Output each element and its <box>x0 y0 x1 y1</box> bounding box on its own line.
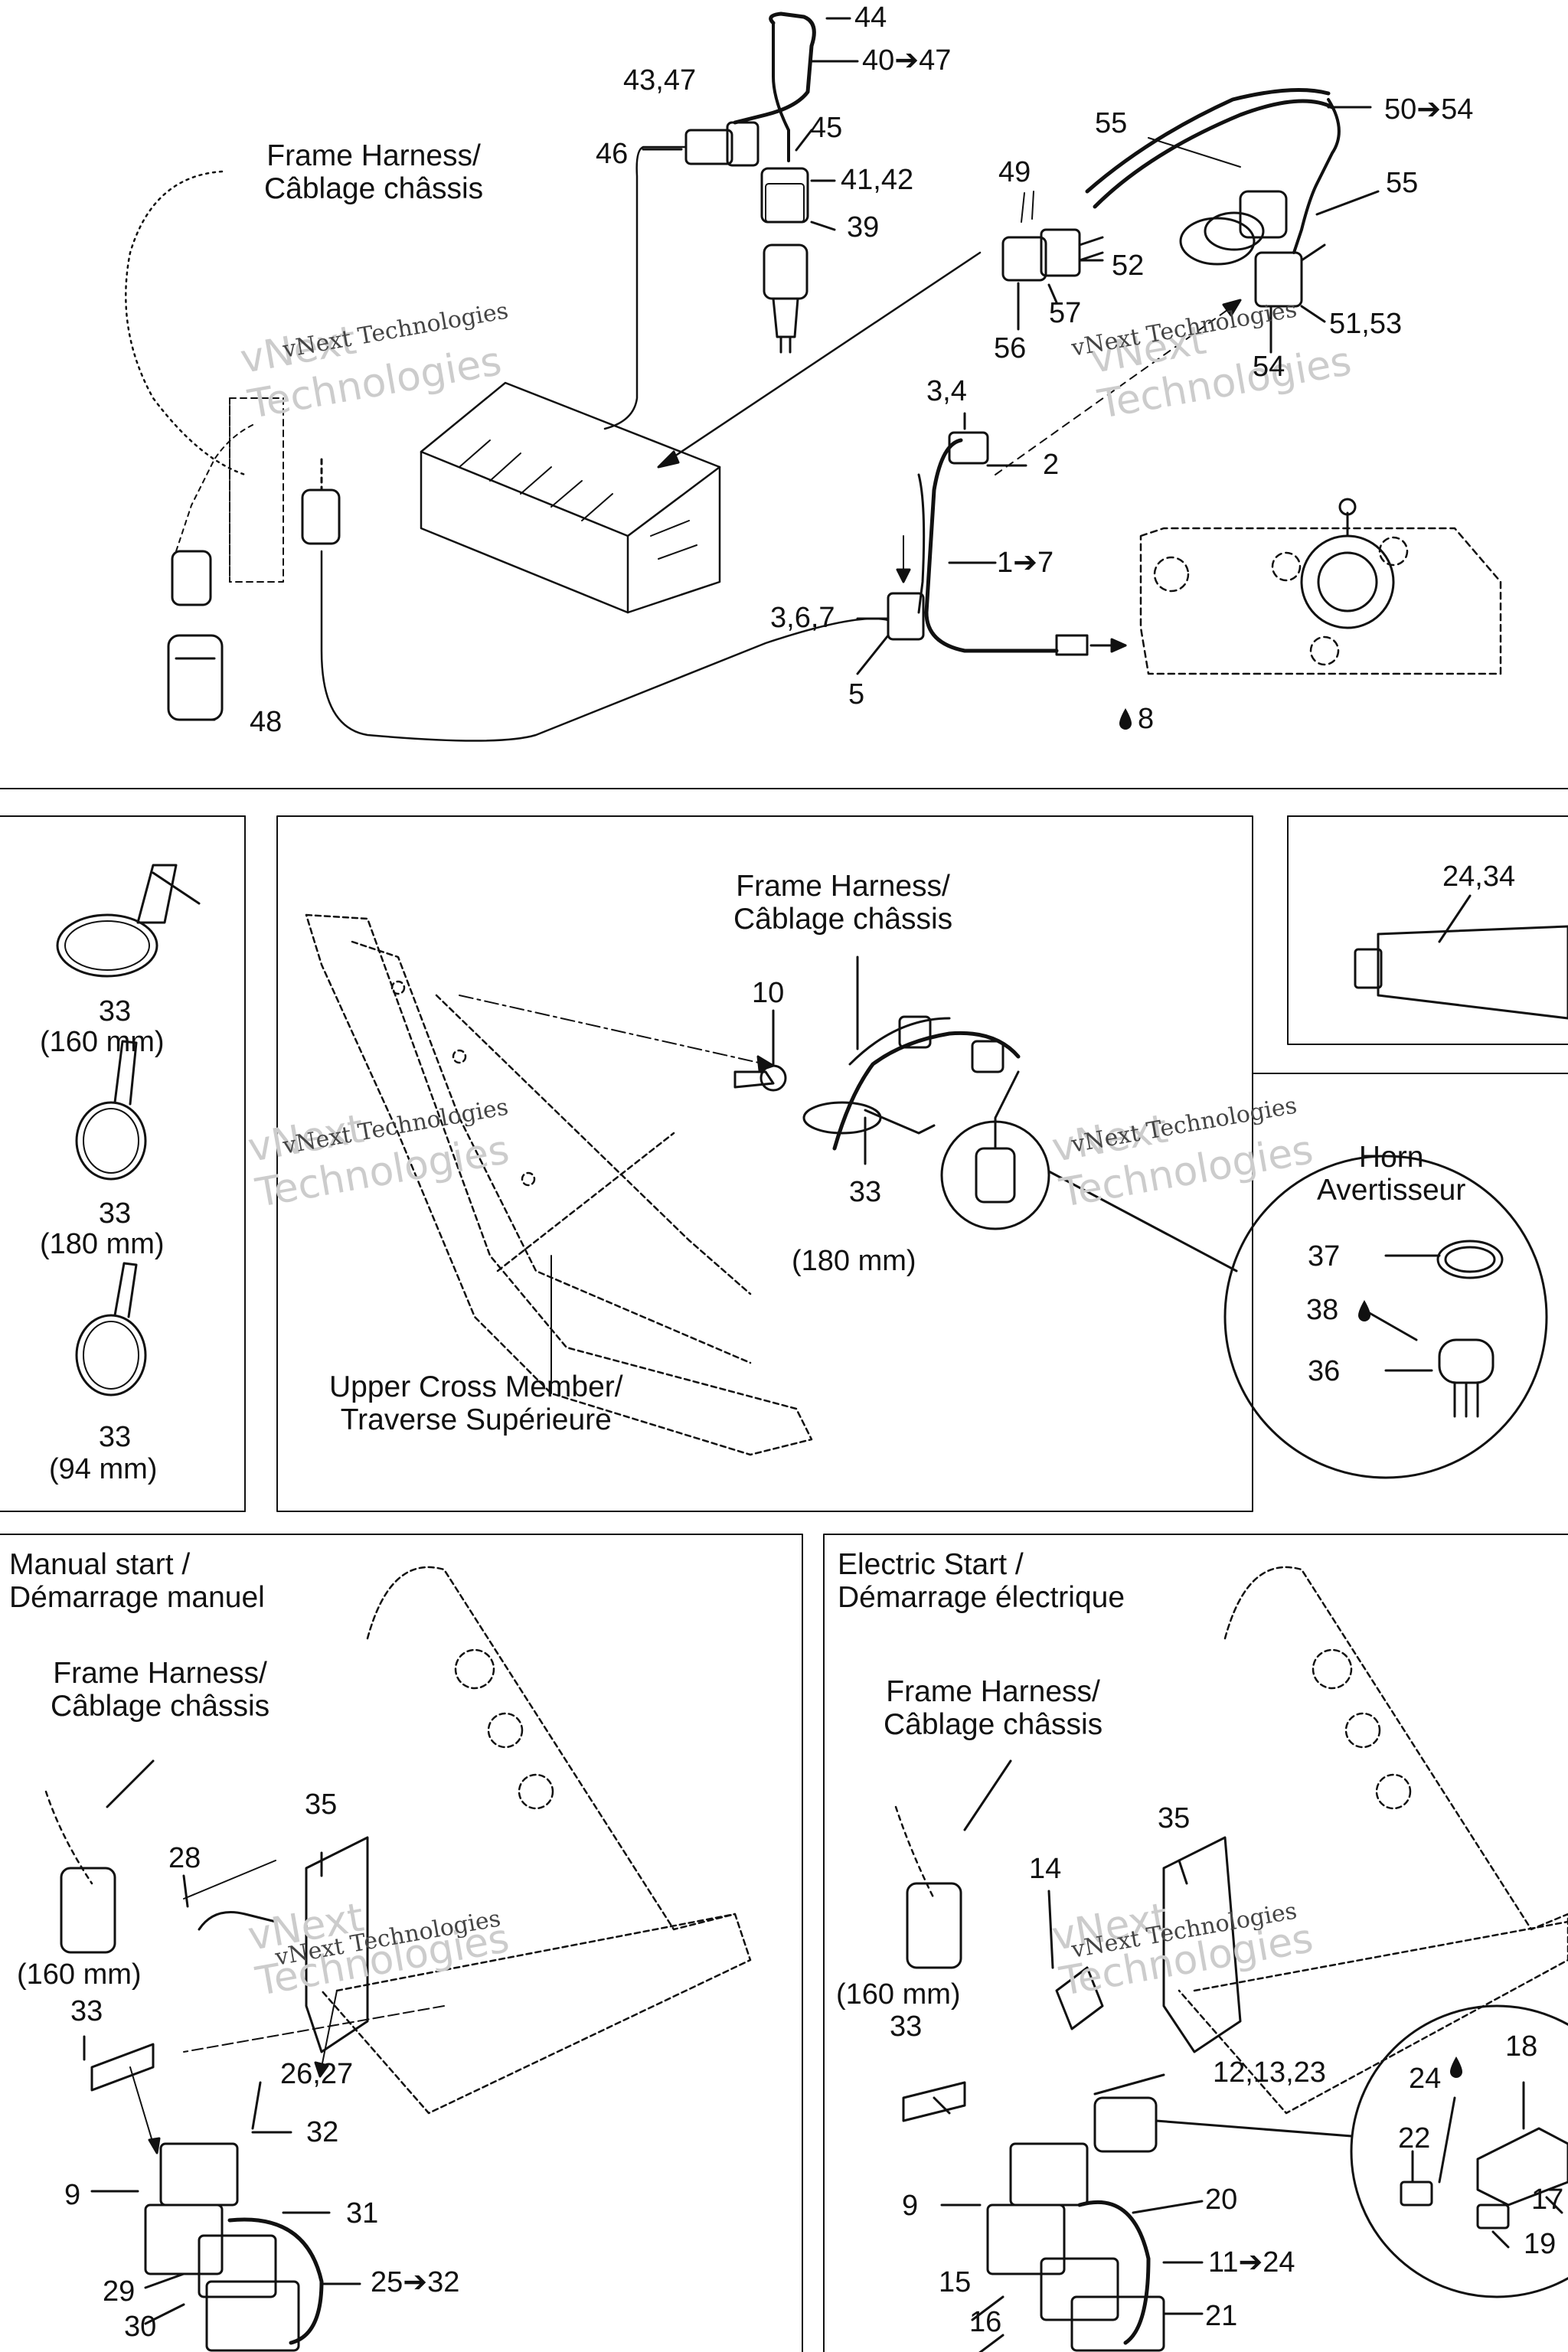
callout-33d: 33 <box>848 1176 882 1208</box>
callout-33e: 33 <box>70 1995 103 2027</box>
callout-19: 19 <box>1524 2228 1557 2260</box>
callout-21: 21 <box>1205 2300 1238 2332</box>
callout-56: 56 <box>994 332 1027 364</box>
callout-54: 54 <box>1253 351 1285 383</box>
callout-24b: 24 <box>1409 2063 1442 2095</box>
callout-24-34: 24,34 <box>1442 861 1516 893</box>
callout-11-24: 11➔24 <box>1208 2246 1295 2278</box>
electric-start-caption-text: Electric Start / Démarrage électrique <box>838 1548 1125 1614</box>
callout-55b: 55 <box>1386 167 1419 199</box>
callout-33c: 33 <box>98 1421 132 1453</box>
frame-harness-caption-top: Frame Harness/ Câblage châssis <box>264 139 483 205</box>
callout-41-42: 41,42 <box>841 164 914 196</box>
callout-15: 15 <box>939 2266 972 2298</box>
callout-29: 29 <box>103 2275 136 2308</box>
callout-16: 16 <box>969 2306 1002 2338</box>
callout-33a: 33 <box>98 995 132 1027</box>
callout-8: 8 <box>1138 703 1155 735</box>
callout-10: 10 <box>752 977 785 1009</box>
manual-start-caption-text: Manual start / Démarrage manuel <box>9 1548 265 1614</box>
frame-harness-caption-top-text: Frame Harness/ Câblage châssis <box>264 139 484 205</box>
callout-30: 30 <box>124 2311 157 2343</box>
horn-caption-text: Horn Avertisseur <box>1317 1141 1466 1207</box>
horn-caption: Horn Avertisseur <box>1317 1141 1465 1207</box>
callout-31: 31 <box>346 2197 379 2230</box>
callout-9b: 9 <box>902 2190 919 2222</box>
callout-17: 17 <box>1531 2184 1564 2216</box>
callout-40-47: 40➔47 <box>862 44 952 77</box>
callout-2: 2 <box>1043 449 1060 481</box>
callout-37: 37 <box>1308 1240 1341 1272</box>
callout-25-32: 25➔32 <box>371 2266 460 2298</box>
callout-35b: 35 <box>1158 1802 1191 1834</box>
callout-49: 49 <box>998 156 1031 188</box>
callout-160mm-b: (160 mm) <box>17 1958 142 1991</box>
callout-20: 20 <box>1205 2184 1238 2216</box>
callout-43-47: 43,47 <box>623 64 697 96</box>
callout-22: 22 <box>1398 2122 1431 2154</box>
frame-harness-caption-electric: Frame Harness/ Câblage châssis <box>884 1675 1102 1741</box>
upper-cross-member-caption: Upper Cross Member/ Traverse Supérieure <box>329 1370 623 1436</box>
upper-cross-member-caption-text: Upper Cross Member/ Traverse Supérieure <box>329 1370 623 1436</box>
callout-32: 32 <box>306 2116 339 2148</box>
frame-harness-caption-manual: Frame Harness/ Câblage châssis <box>51 1657 270 1723</box>
callout-1-7: 1➔7 <box>997 547 1054 579</box>
callout-51-53: 51,53 <box>1329 308 1403 340</box>
callout-48: 48 <box>250 706 283 738</box>
electric-start-caption: Electric Start / Démarrage électrique <box>838 1548 1125 1614</box>
callout-46: 46 <box>596 138 629 170</box>
callout-55a: 55 <box>1095 107 1128 139</box>
callout-38: 38 <box>1306 1294 1339 1326</box>
callout-160mm-a: (160 mm) <box>40 1026 165 1058</box>
callout-33b: 33 <box>98 1197 132 1230</box>
callout-33f: 33 <box>890 2011 923 2043</box>
callout-180mm-a: (180 mm) <box>40 1228 165 1260</box>
callout-3-4: 3,4 <box>926 375 967 407</box>
callout-35a: 35 <box>305 1788 338 1821</box>
callout-12-13-23: 12,13,23 <box>1213 2056 1326 2089</box>
frame-harness-caption-manual-text: Frame Harness/ Câblage châssis <box>51 1657 270 1723</box>
callout-26-27: 26,27 <box>280 2058 354 2090</box>
callout-160mm-c: (160 mm) <box>836 1978 961 2011</box>
callout-9a: 9 <box>64 2179 81 2211</box>
callout-39: 39 <box>847 211 880 243</box>
callout-14: 14 <box>1029 1853 1062 1885</box>
callout-18: 18 <box>1505 2030 1538 2063</box>
callout-28: 28 <box>168 1842 201 1874</box>
ecu-module <box>420 381 721 614</box>
callout-44: 44 <box>854 2 887 34</box>
frame-harness-caption-mid-text: Frame Harness/ Câblage châssis <box>733 870 953 936</box>
callout-180mm-b: (180 mm) <box>792 1245 916 1277</box>
frame-harness-caption-electric-text: Frame Harness/ Câblage châssis <box>884 1675 1103 1741</box>
callout-3-6-7: 3,6,7 <box>770 602 835 634</box>
callout-94mm: (94 mm) <box>49 1453 158 1485</box>
frame-harness-caption-mid: Frame Harness/ Câblage châssis <box>733 870 952 936</box>
callout-52: 52 <box>1112 250 1145 282</box>
callout-5: 5 <box>848 678 865 710</box>
callout-50-54: 50➔54 <box>1384 93 1474 126</box>
callout-36: 36 <box>1308 1355 1341 1387</box>
callout-57: 57 <box>1049 297 1082 329</box>
callout-45: 45 <box>810 112 843 144</box>
manual-start-caption: Manual start / Démarrage manuel <box>9 1548 265 1614</box>
